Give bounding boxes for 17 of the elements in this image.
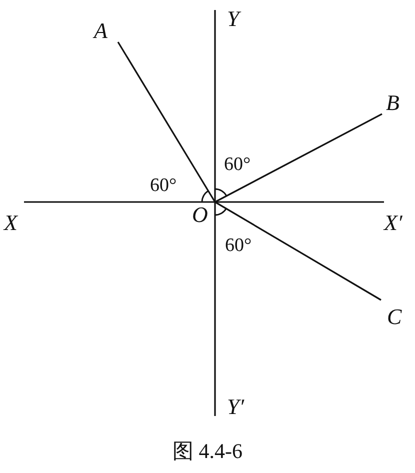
angle-label: 60° bbox=[224, 155, 251, 174]
point-label: A bbox=[94, 20, 108, 42]
line bbox=[214, 113, 382, 203]
point-label: O bbox=[192, 204, 208, 226]
line bbox=[214, 201, 382, 301]
caption: 图 4.4-6 bbox=[172, 441, 244, 462]
point-label: X bbox=[4, 212, 18, 234]
point-label: X′ bbox=[384, 212, 402, 234]
line bbox=[117, 42, 216, 202]
point-label: C bbox=[387, 306, 402, 328]
point-label: B bbox=[386, 92, 400, 114]
angle-label: 60° bbox=[225, 236, 252, 255]
angle-label: 60° bbox=[150, 176, 177, 195]
line bbox=[214, 10, 216, 416]
point-label: Y′ bbox=[227, 396, 244, 418]
point-label: Y bbox=[227, 8, 240, 30]
line bbox=[24, 201, 384, 203]
